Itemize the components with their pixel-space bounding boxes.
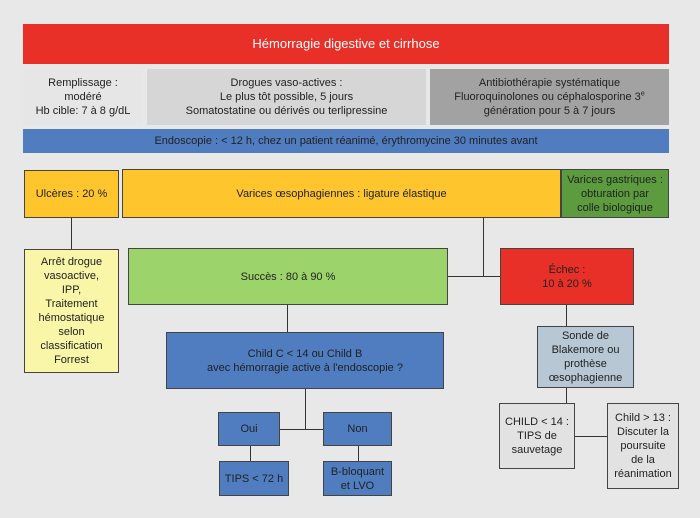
- arret-box: Arrêt drogue vasoactive, IPP, Traitement…: [24, 249, 119, 373]
- remplissage-line3: Hb cible: 7 à 8 g/dL: [35, 105, 131, 117]
- varices-oeso-box: Varices œsophagiennes : ligature élastiq…: [122, 169, 561, 218]
- arret-line: vasoactive,: [43, 270, 100, 282]
- connector-line: [250, 446, 251, 461]
- echec-box: Échec : 10 à 20 %: [500, 248, 634, 305]
- title-box: Hémorragie digestive et cirrhose: [23, 24, 669, 64]
- connector-line: [305, 389, 306, 429]
- title-text: Hémorragie digestive et cirrhose: [252, 36, 440, 51]
- antibio-line2: Fluoroquinolones ou céphalosporine 3e: [454, 90, 645, 103]
- child-lt14-line1: CHILD < 14 :: [505, 416, 569, 428]
- non-text: Non: [347, 423, 368, 435]
- tips72-text: TIPS < 72 h: [224, 472, 284, 485]
- antibio-line1: Antibiothérapie systématique: [478, 77, 621, 89]
- child-question-box: Child C < 14 ou Child B avec hémorragie …: [166, 332, 444, 389]
- arret-line: hémostatique: [38, 312, 105, 324]
- echec-line1: Échec :: [548, 263, 586, 276]
- succes-text: Succès : 80 à 90 %: [240, 270, 336, 283]
- bbloquant-box: B-bloquant et LVO: [323, 461, 392, 496]
- child-question-line2: avec hémorragie active à l'endoscopie ?: [207, 361, 403, 374]
- echec-line2: 10 à 20 %: [542, 277, 592, 290]
- remplissage-line1: Remplissage :: [48, 77, 118, 89]
- remplissage-box: Remplissage : modéré Hb cible: 7 à 8 g/d…: [23, 69, 143, 125]
- ulceres-text: Ulcères : 20 %: [35, 188, 108, 200]
- connector-line: [287, 305, 288, 332]
- arret-line: selon: [58, 326, 85, 338]
- sonde-line: œsophagienne: [548, 372, 623, 384]
- non-box: Non: [323, 412, 392, 446]
- drogues-line1: Drogues vaso-actives :: [230, 77, 343, 89]
- tips72-box: TIPS < 72 h: [219, 461, 289, 496]
- connector-line: [71, 218, 72, 249]
- child-gt13-line: Discuter la: [617, 426, 669, 438]
- varices-oeso-text: Varices œsophagiennes : ligature élastiq…: [236, 187, 447, 200]
- child-gt13-line: réanimation: [614, 468, 672, 480]
- succes-box: Succès : 80 à 90 %: [128, 248, 448, 305]
- connector-line: [575, 436, 607, 437]
- connector-line: [448, 276, 500, 277]
- child-lt14-line2: TIPS de: [517, 430, 557, 442]
- oui-text: Oui: [240, 423, 258, 435]
- arret-line: Traitement: [45, 298, 98, 310]
- connector-line: [483, 218, 484, 276]
- endoscopie-text: Endoscopie : < 12 h, chez un patient réa…: [154, 135, 538, 147]
- arret-line: Arrêt drogue: [40, 256, 103, 268]
- connector-line: [280, 429, 323, 430]
- child-lt14-line3: sauvetage: [511, 444, 563, 456]
- arret-line: classification: [40, 340, 103, 352]
- antibio-box: Antibiothérapie systématique Fluoroquino…: [430, 69, 669, 125]
- connector-line: [566, 305, 567, 326]
- sonde-box: Sonde de Blakemore ou prothèse œsophagie…: [537, 326, 634, 388]
- sonde-line: prothèse: [564, 358, 607, 370]
- remplissage-line2: modéré: [64, 91, 102, 103]
- varices-gastriques-line2: obturation par: [581, 187, 649, 200]
- endoscopie-box: Endoscopie : < 12 h, chez un patient réa…: [23, 129, 669, 153]
- varices-gastriques-line3: colle biologique: [577, 201, 653, 214]
- child-gt13-line: Child > 13 :: [615, 412, 671, 424]
- oui-box: Oui: [218, 412, 280, 446]
- sonde-line: Sonde de: [561, 330, 610, 342]
- child-gt13-box: Child > 13 : Discuter la poursuite de la…: [607, 403, 679, 489]
- child-question-line1: Child C < 14 ou Child B: [247, 347, 363, 360]
- child-gt13-line: poursuite: [620, 440, 666, 452]
- arret-line: Forrest: [54, 354, 89, 366]
- varices-gastriques-line1: Varices gastriques :: [567, 173, 663, 186]
- drogues-line3: Somatostatine ou dérivés ou terlipressin…: [185, 105, 388, 117]
- ulceres-box: Ulcères : 20 %: [24, 170, 119, 218]
- bbloquant-line2: et LVO: [340, 479, 375, 492]
- child-lt14-box: CHILD < 14 : TIPS de sauvetage: [499, 403, 575, 469]
- varices-gastriques-box: Varices gastriques : obturation par coll…: [561, 169, 669, 218]
- bbloquant-line1: B-bloquant: [330, 465, 385, 478]
- drogues-box: Drogues vaso-actives : Le plus tôt possi…: [147, 69, 426, 125]
- connector-line: [358, 446, 359, 461]
- child-gt13-line: de la: [631, 454, 655, 466]
- antibio-line3: génération pour 5 à 7 jours: [483, 105, 616, 117]
- drogues-line2: Le plus tôt possible, 5 jours: [219, 91, 354, 103]
- arret-line: IPP,: [61, 284, 82, 296]
- sonde-line: Blakemore ou: [551, 344, 620, 356]
